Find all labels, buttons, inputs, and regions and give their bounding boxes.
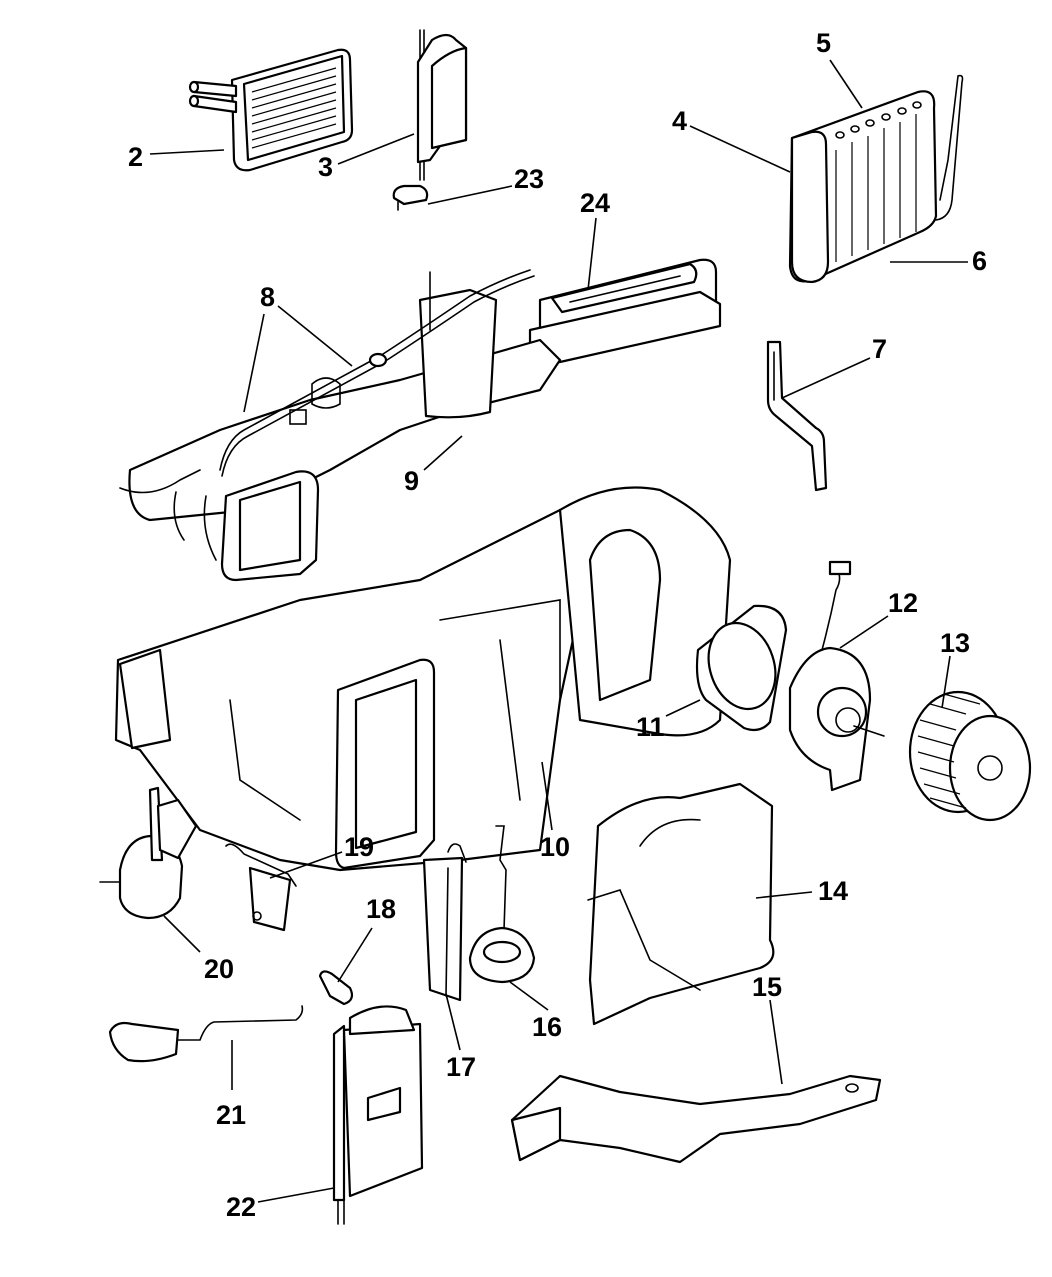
vacuum-actuator-part bbox=[468, 825, 536, 984]
callout-6[interactable]: 6 bbox=[972, 246, 987, 276]
callout-22[interactable]: 22 bbox=[226, 1192, 256, 1222]
callout-14[interactable]: 14 bbox=[818, 876, 848, 906]
leader-22 bbox=[257, 1187, 335, 1203]
leader-20 bbox=[163, 915, 201, 953]
upper-housing-part bbox=[128, 288, 562, 582]
leader-lines bbox=[149, 59, 968, 1203]
leader-16 bbox=[509, 981, 549, 1011]
link-rod-part bbox=[108, 1005, 304, 1063]
lower-blower-housing-part bbox=[587, 782, 775, 1026]
callout-13[interactable]: 13 bbox=[940, 628, 970, 658]
callout-19[interactable]: 19 bbox=[344, 832, 374, 862]
leader-18 bbox=[337, 927, 373, 983]
blower-motor-part bbox=[788, 560, 885, 792]
leader-24 bbox=[587, 217, 597, 291]
leader-10 bbox=[541, 761, 553, 831]
leader-14 bbox=[755, 891, 813, 899]
clip-part bbox=[318, 970, 354, 1006]
callout-3[interactable]: 3 bbox=[318, 152, 333, 182]
leader-9 bbox=[423, 435, 463, 471]
callout-2[interactable]: 2 bbox=[128, 142, 143, 172]
hvac-housing-part bbox=[114, 486, 732, 872]
callout-17[interactable]: 17 bbox=[446, 1052, 476, 1082]
leader-2 bbox=[149, 149, 225, 155]
leader-7 bbox=[781, 357, 871, 399]
leader-13 bbox=[941, 655, 951, 709]
leader-23 bbox=[427, 185, 513, 205]
leader-8b bbox=[277, 305, 353, 367]
small-clip-part bbox=[392, 184, 429, 211]
leader-11 bbox=[665, 699, 701, 717]
callout-15[interactable]: 15 bbox=[752, 972, 782, 1002]
evaporator-core-part bbox=[788, 74, 964, 284]
callout-11[interactable]: 11 bbox=[636, 712, 665, 742]
callout-9[interactable]: 9 bbox=[404, 466, 419, 496]
leader-15 bbox=[769, 999, 783, 1085]
leader-19 bbox=[269, 851, 343, 879]
callout-labels: 2 3 4 5 6 7 8 9 10 11 12 13 14 15 16 17 … bbox=[128, 28, 987, 1222]
callout-23[interactable]: 23 bbox=[514, 164, 544, 194]
leader-12 bbox=[839, 615, 889, 649]
floor-duct-part bbox=[510, 1074, 882, 1164]
callout-21[interactable]: 21 bbox=[216, 1100, 246, 1130]
callout-12[interactable]: 12 bbox=[888, 588, 918, 618]
callout-10[interactable]: 10 bbox=[540, 832, 570, 862]
callout-7[interactable]: 7 bbox=[872, 334, 887, 364]
leader-4 bbox=[689, 125, 791, 173]
blower-gasket-part bbox=[695, 604, 788, 732]
heater-core-seal-part bbox=[416, 29, 468, 181]
callout-16[interactable]: 16 bbox=[532, 1012, 562, 1042]
filter-cover-part bbox=[528, 258, 722, 364]
callout-20[interactable]: 20 bbox=[204, 954, 234, 984]
vacuum-harness-part bbox=[119, 269, 535, 561]
heater-core-part bbox=[188, 48, 354, 172]
blend-door-part bbox=[332, 1005, 424, 1225]
callout-5[interactable]: 5 bbox=[816, 28, 831, 58]
actuator-bracket-part bbox=[99, 786, 198, 920]
callout-8[interactable]: 8 bbox=[260, 282, 275, 312]
leader-8a bbox=[243, 313, 265, 413]
callout-18[interactable]: 18 bbox=[366, 894, 396, 924]
door-part bbox=[422, 843, 467, 1002]
leader-17 bbox=[445, 993, 461, 1051]
blower-wheel-part bbox=[908, 690, 1032, 822]
callout-4[interactable]: 4 bbox=[672, 106, 687, 136]
leader-3 bbox=[337, 133, 415, 165]
bracket-part bbox=[766, 340, 828, 492]
leader-5 bbox=[829, 59, 863, 109]
callout-24[interactable]: 24 bbox=[580, 188, 610, 218]
